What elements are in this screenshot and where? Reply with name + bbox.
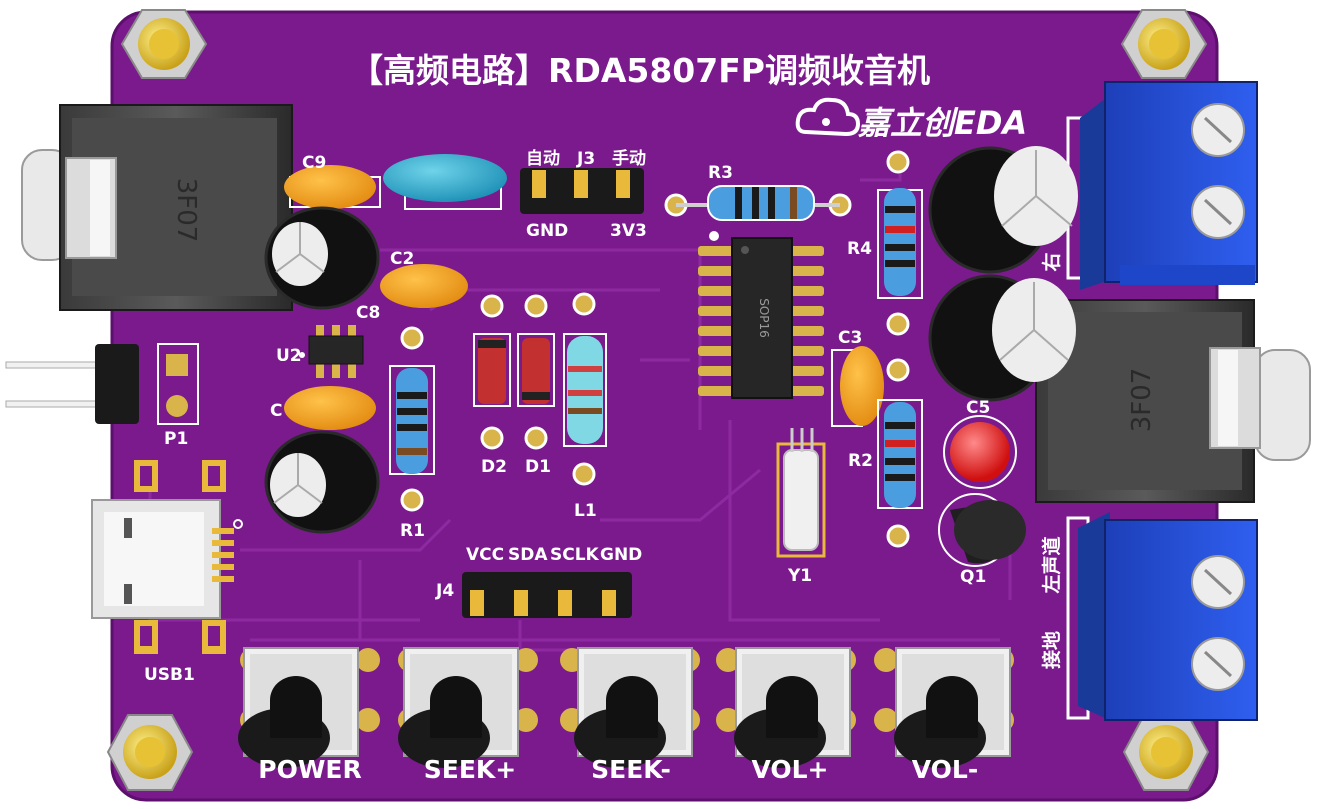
brand-logo: 嘉立创EDA — [795, 97, 1027, 142]
capacitor-c4 — [928, 146, 1078, 274]
diode-d1 — [517, 294, 555, 450]
ref-c8: C8 — [356, 303, 380, 323]
terminal-left-channel-label: 左声道 — [1040, 536, 1063, 593]
tactile-button-vol-plus — [716, 647, 856, 768]
j4-pin-label: VCC — [466, 545, 504, 565]
header-p1 — [5, 343, 199, 425]
ref-d2: D2 — [481, 457, 507, 477]
tactile-button-power — [238, 647, 380, 768]
header-j3 — [520, 168, 644, 214]
ref-c5: C5 — [966, 398, 990, 418]
transistor-q1 — [938, 493, 1026, 567]
mounting-screw-top-left — [120, 9, 208, 79]
terminal-block-right — [1066, 81, 1258, 290]
ref-c9: C9 — [302, 153, 326, 173]
ref-r4: R4 — [847, 239, 872, 259]
capacitor-c-left — [284, 386, 376, 430]
button-label-vol-plus: VOL+ — [751, 755, 828, 784]
j3-bottom-right: 3V3 — [610, 221, 647, 241]
usb-connector — [91, 460, 243, 654]
capacitor-c3 — [831, 346, 884, 427]
j4-pin-label: GND — [600, 545, 642, 565]
ref-d1: D1 — [525, 457, 551, 477]
cloud-icon — [795, 97, 861, 137]
terminal-ground-label: 接地 — [1040, 631, 1063, 669]
mounting-screw-bottom-right — [1122, 714, 1210, 791]
audio-jack-right: 3F07 — [1035, 299, 1311, 503]
capacitor-c9 — [284, 165, 381, 209]
ic-u2 — [299, 325, 364, 378]
mounting-screw-bottom-left — [106, 714, 194, 791]
button-label-seek-plus: SEEK+ — [424, 755, 516, 784]
button-label-power: POWER — [258, 755, 361, 784]
brand-name: 嘉立创EDA — [858, 104, 1027, 142]
board-title: 【高频电路】RDA5807FP调频收音机 — [350, 51, 930, 90]
ref-y1: Y1 — [787, 566, 812, 586]
ref-r2: R2 — [848, 451, 873, 471]
ic-marking: SOP16 — [757, 298, 771, 338]
ref-u2: U2 — [276, 346, 302, 366]
resistor-r4 — [877, 150, 923, 336]
capacitor-c8 — [264, 206, 380, 310]
resistor-r3 — [664, 185, 852, 221]
ref-r3: R3 — [708, 163, 733, 183]
led-red — [943, 415, 1017, 489]
capacitor-c2 — [380, 264, 468, 308]
capacitor-c5 — [928, 274, 1076, 402]
ref-c3: C3 — [838, 328, 862, 348]
ref-r1: R1 — [400, 521, 425, 541]
mounting-screw-top-right — [1120, 9, 1208, 79]
j3-top-right: 手动 — [612, 148, 646, 169]
diode-d2 — [473, 294, 511, 450]
audio-jack-left: 3F07 — [21, 104, 293, 311]
ref-j3: J3 — [576, 149, 595, 169]
button-label-vol-minus: VOL- — [912, 755, 978, 784]
j3-top-left: 自动 — [526, 148, 560, 169]
header-j4 — [462, 572, 632, 618]
terminal-block-left-channel — [1066, 512, 1258, 721]
ref-l1: L1 — [574, 501, 597, 521]
ref-p1: P1 — [164, 429, 188, 449]
inductor-l1 — [563, 292, 607, 486]
j3-bottom-left: GND — [526, 221, 568, 241]
tactile-button-seek-plus — [398, 647, 538, 768]
terminal-right-label: 右 — [1040, 252, 1063, 272]
crystal-y1 — [776, 428, 826, 558]
jack-left-marking: 3F07 — [171, 178, 201, 243]
ic-sop16: SOP16 — [698, 231, 824, 399]
ref-j4: J4 — [435, 581, 454, 601]
capacitor-electrolytic-lower — [264, 430, 380, 534]
j4-pin-label: SDA — [508, 545, 548, 565]
ref-c2: C2 — [390, 249, 414, 269]
ref-q1: Q1 — [960, 567, 986, 587]
tactile-button-vol-minus — [874, 647, 1014, 768]
resistor-r1 — [389, 326, 435, 512]
tactile-button-seek-minus — [560, 647, 700, 768]
jack-right-marking: 3F07 — [1127, 368, 1157, 433]
j4-pin-label: SCLK — [550, 545, 600, 565]
button-label-seek-minus: SEEK- — [591, 755, 671, 784]
ref-usb1: USB1 — [144, 665, 195, 685]
resistor-r2 — [877, 358, 923, 548]
capacitor-blue — [383, 154, 507, 210]
ref-c-left: C — [270, 401, 282, 421]
